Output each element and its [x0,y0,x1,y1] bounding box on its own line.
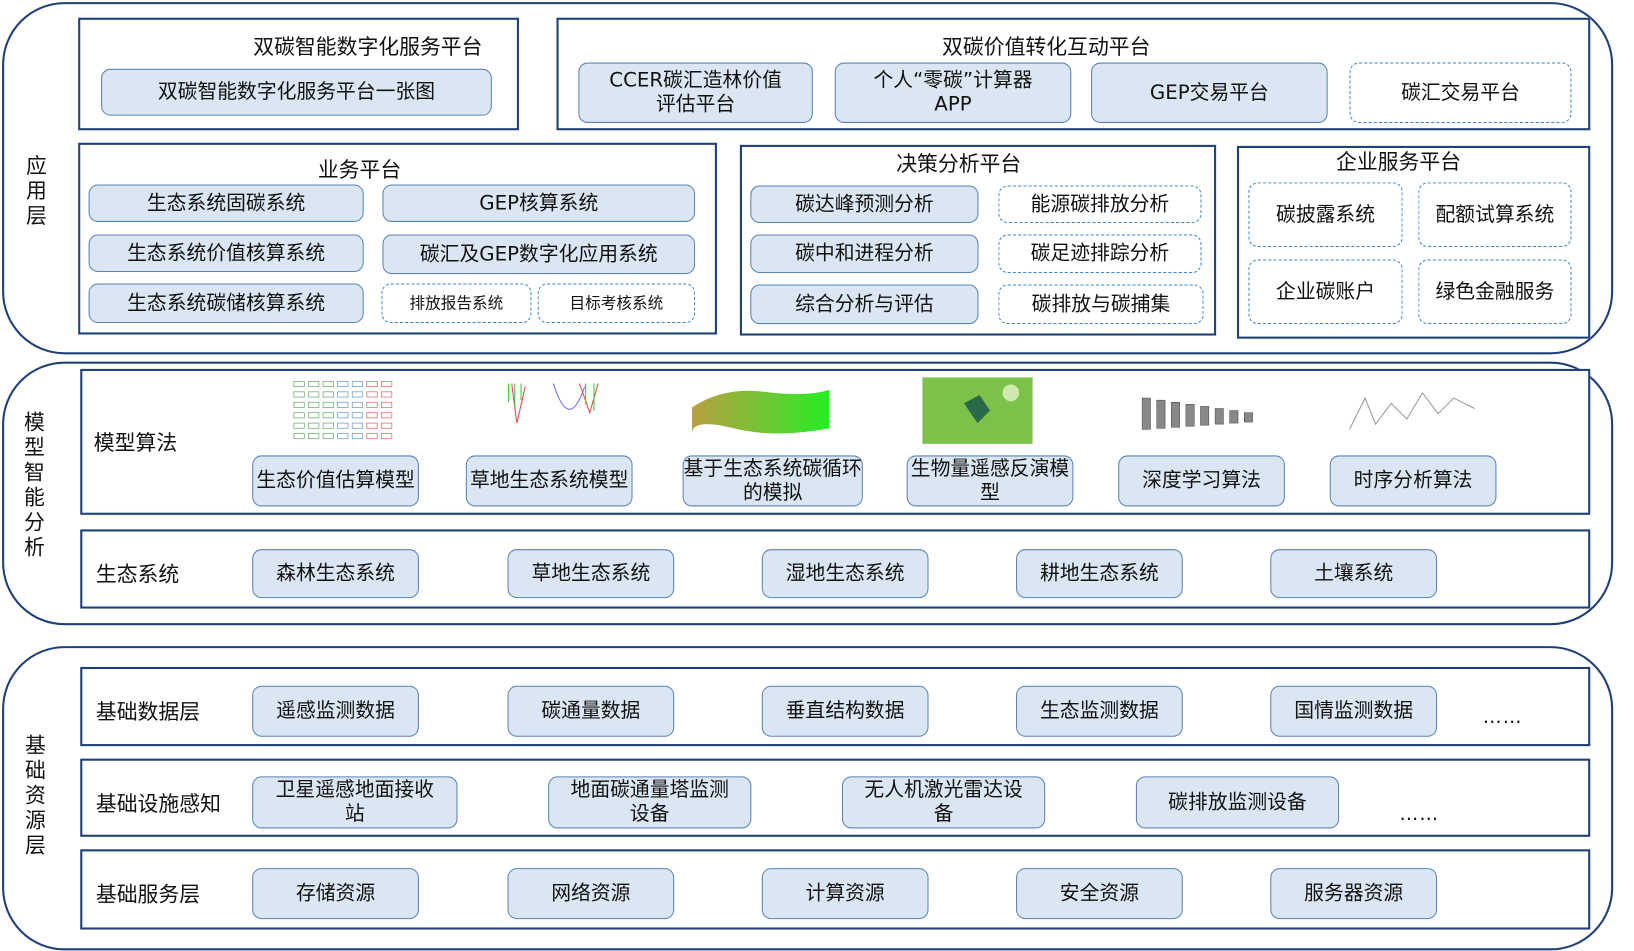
base-data-more: …… [1482,706,1523,729]
ecosystem-item[interactable]: 土壤系统 [1270,549,1438,599]
model-layer-section [2,361,1614,626]
time-series-thumbnail [1344,377,1479,442]
value-platform-item[interactable]: 个人“零碳”计算器APP [834,62,1072,123]
ecosystems-label: 生态系统 [95,561,180,587]
model-algorithm-item[interactable]: 生态价值估算模型 [252,455,419,507]
enterprise-platform-title: 企业服务平台 [1335,149,1462,175]
base-data-item[interactable]: 生态监测数据 [1016,685,1183,737]
business-platform-item[interactable]: 生态系统固碳系统 [88,184,364,222]
neural-network-thumbnail [1132,386,1274,440]
application-layer-section [2,2,1614,355]
business-platform-title: 业务平台 [317,157,402,183]
infrastructure-item[interactable]: 无人机激光雷达设备 [842,776,1046,829]
value-platform-item[interactable]: CCER碳汇造林价值评估平台 [578,62,813,123]
base-service-item[interactable]: 网络资源 [507,868,675,920]
ecosystem-item[interactable]: 耕地生态系统 [1016,549,1183,599]
model-algorithm-item[interactable]: 深度学习算法 [1118,455,1285,507]
ecosystem-item[interactable]: 草地生态系统 [507,549,675,599]
model-algorithms-label: 模型算法 [93,430,178,456]
terrain-map-thumbnail [691,381,830,441]
infrastructure-item[interactable]: 卫星遥感地面接收站 [252,776,458,829]
decision-platform-title: 决策分析平台 [896,151,1022,177]
base-service-item[interactable]: 服务器资源 [1270,868,1438,920]
decision-platform-item[interactable]: 能源碳排放分析 [998,185,1202,224]
resource-layer-section [2,646,1614,951]
value-platform-title: 双碳价值转化互动平台 [942,34,1151,60]
value-platform-item[interactable]: GEP交易平台 [1091,62,1328,123]
business-platform-item[interactable]: 目标考核系统 [537,283,696,324]
decision-platform-item[interactable]: 碳达峰预测分析 [750,185,979,224]
enterprise-platform-item[interactable]: 配额试算系统 [1418,182,1572,247]
infrastructure-more: …… [1399,803,1440,826]
base-data-item[interactable]: 国情监测数据 [1270,685,1438,737]
enterprise-platform-item[interactable]: 绿色金融服务 [1418,259,1572,325]
business-platform-item[interactable]: 生态系统碳储核算系统 [88,283,364,324]
business-platform-item[interactable]: 排放报告系统 [381,283,532,324]
business-platform-item[interactable]: 生态系统价值核算系统 [88,234,364,272]
base-data-item[interactable]: 垂直结构数据 [761,685,929,737]
base-service-item[interactable]: 计算资源 [761,868,929,920]
base-data-item[interactable]: 碳通量数据 [507,685,675,737]
infrastructure-item[interactable]: 碳排放监测设备 [1135,776,1340,829]
base-service-item[interactable]: 安全资源 [1016,868,1183,920]
enterprise-platform-item[interactable]: 企业碳账户 [1248,259,1403,325]
infrastructure-label: 基础设施感知 [95,790,221,816]
base-service-item[interactable]: 存储资源 [252,868,419,920]
application-layer-label: 应用层 [26,153,47,229]
base-data-item[interactable]: 遥感监测数据 [252,685,419,737]
model-algorithm-item[interactable]: 基于生态系统碳循环的模拟 [682,455,863,507]
decision-platform-item[interactable]: 综合分析与评估 [750,284,979,325]
digital-platform-title: 双碳智能数字化服务平台 [253,34,483,60]
business-platform-item[interactable]: GEP核算系统 [382,184,696,222]
enterprise-platform-item[interactable]: 碳披露系统 [1248,182,1403,247]
model-algorithm-item[interactable]: 草地生态系统模型 [465,455,633,507]
ecosystem-item[interactable]: 湿地生态系统 [761,549,929,599]
line-chart-thumbnail [506,381,604,435]
value-platform-item[interactable]: 碳汇交易平台 [1349,62,1572,123]
model-layer-label: 模型智能分析 [23,409,45,560]
satellite-image-thumbnail [922,377,1033,444]
infrastructure-item[interactable]: 地面碳通量塔监测设备 [548,776,752,829]
business-platform-item[interactable]: 碳汇及GEP数字化应用系统 [382,234,696,275]
model-algorithm-item[interactable]: 生物量遥感反演模型 [906,455,1074,507]
ecosystem-item[interactable]: 森林生态系统 [252,549,419,599]
model-algorithm-item[interactable]: 时序分析算法 [1329,455,1497,507]
base-service-label: 基础服务层 [95,881,201,907]
decision-platform-item[interactable]: 碳排放与碳捕集 [998,284,1204,325]
decision-platform-item[interactable]: 碳足迹排踪分析 [998,234,1202,274]
resource-layer-label: 基础资源层 [25,732,46,858]
decision-platform-item[interactable]: 碳中和进程分析 [750,234,979,274]
base-data-label: 基础数据层 [95,699,201,725]
digital-platform-map-button[interactable]: 双碳智能数字化服务平台一张图 [101,68,492,116]
flowchart-thumbnail [290,375,399,448]
